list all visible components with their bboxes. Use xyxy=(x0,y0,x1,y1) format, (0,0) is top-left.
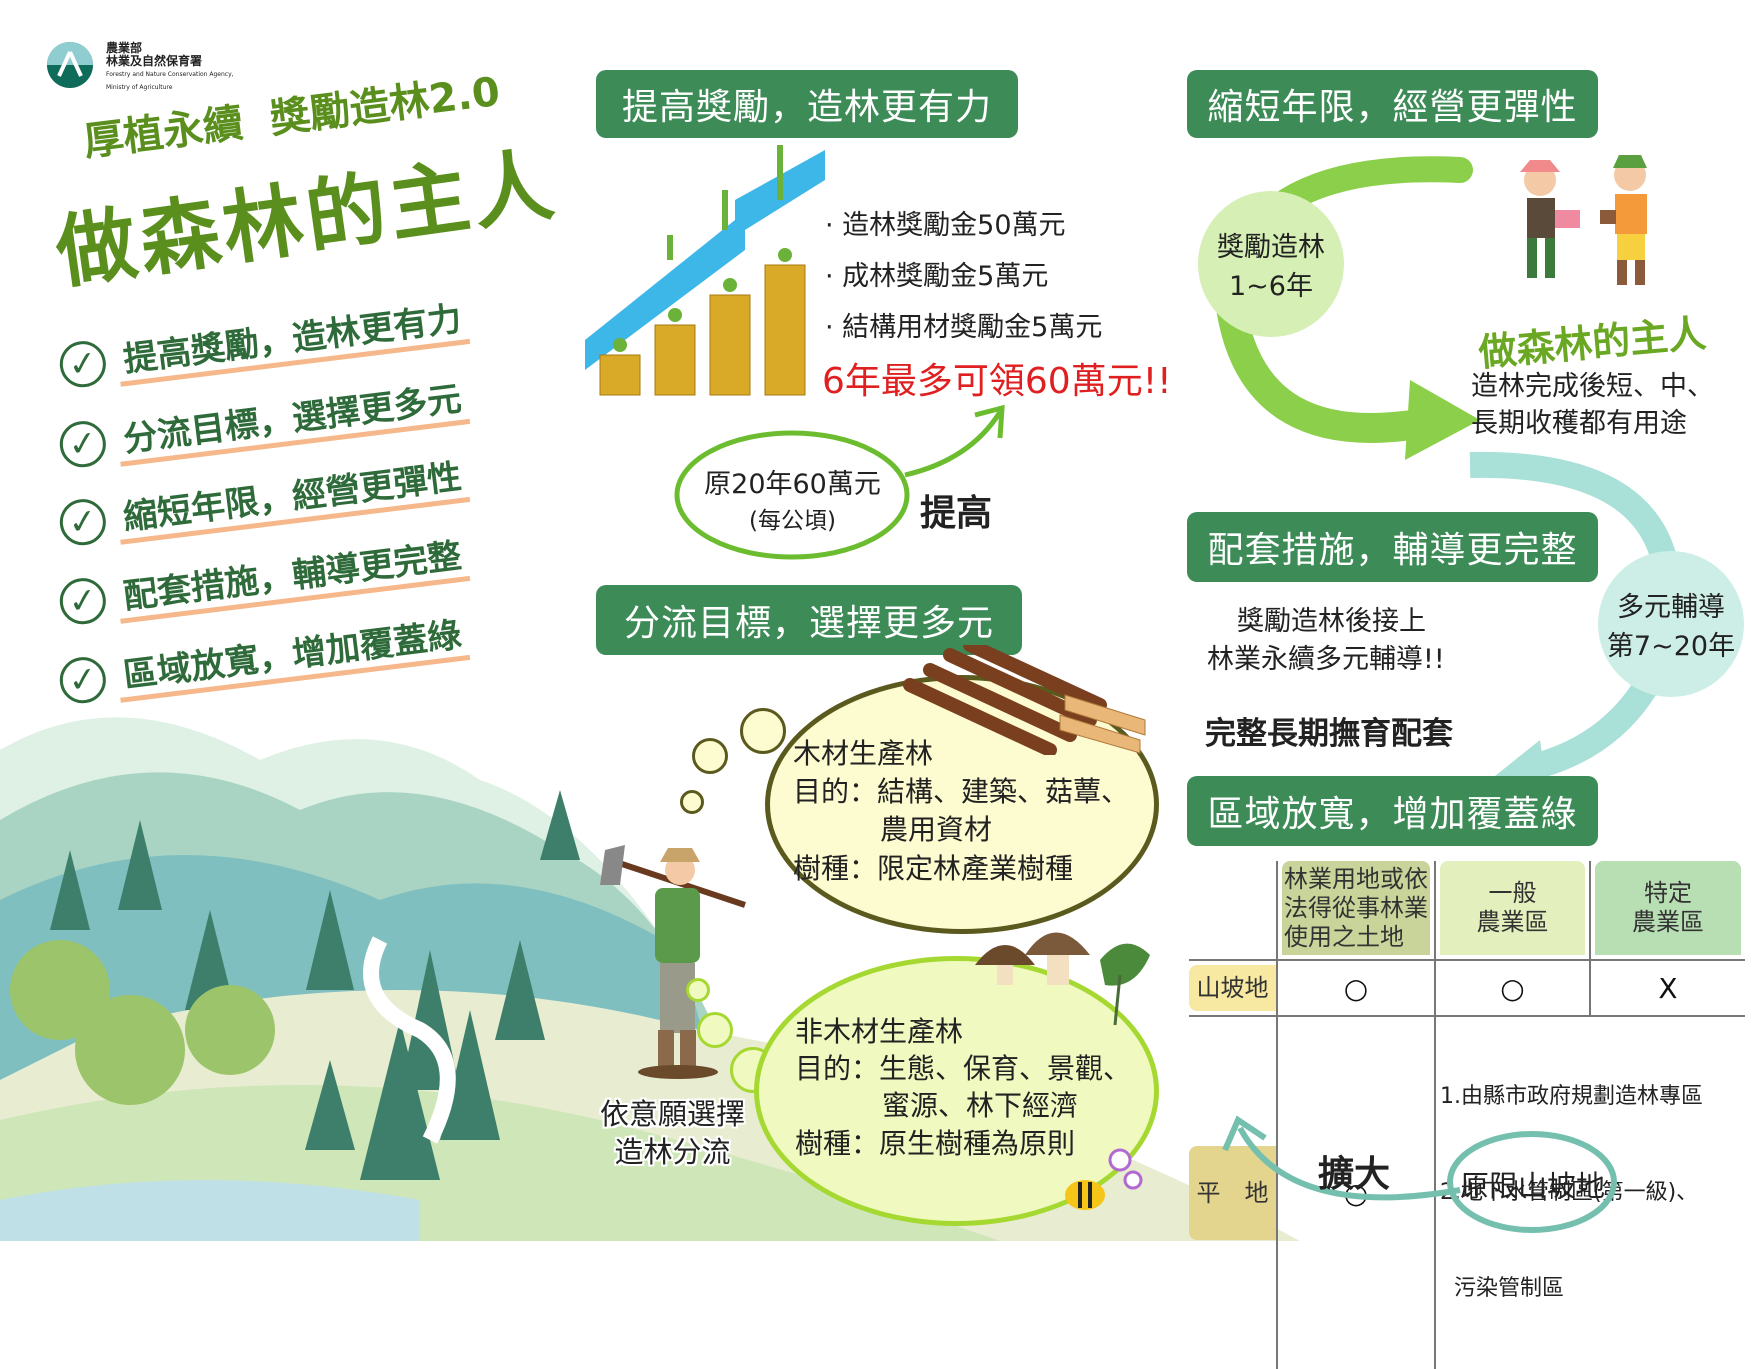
nontimber-species-label: 樹種： xyxy=(795,1127,880,1160)
timber-purpose-label: 目的： xyxy=(793,775,878,808)
timber-purpose: 目的：結構、建築、菇蕈、 xyxy=(793,770,1129,810)
bullet-structural-timber-grant: · 結構用材獎勵金5萬元 xyxy=(825,312,1103,343)
check-icon: ✓ xyxy=(57,654,109,706)
max-grant-highlight: 6年最多可領60萬元!! xyxy=(822,361,1172,402)
column-header-line: 林業用地或依 xyxy=(1284,865,1428,893)
choice-line2: 造林分流 xyxy=(614,1135,731,1169)
agency-line3: Forestry and Nature Conservation Agency, xyxy=(106,71,234,78)
harvest-description: 造林完成後短、中、 長期收穫都有用途 xyxy=(1471,368,1714,442)
flatland-note: 1.由縣市政府規劃造林專區 2.地下水管制區(第一級)、 污染管制區 xyxy=(1434,1016,1745,1369)
section3-header: 分流目標，選擇更多元 xyxy=(596,585,1022,655)
expand-arrow-icon xyxy=(1222,1115,1617,1233)
long-term-care-text: 完整長期撫育配套 xyxy=(1205,716,1453,752)
thought-bubble-small xyxy=(692,738,728,774)
column-header-specific-agri: 特定農業區 xyxy=(1595,861,1741,955)
afforestation-period-years: 1~6年 xyxy=(1229,271,1313,302)
row-header-slopeland: 山坡地 xyxy=(1189,965,1276,1011)
checklist-label: 縮短年限，經營更彈性 xyxy=(114,448,471,545)
agency-line1: 農業部 xyxy=(106,41,143,55)
note-line: 污染管制區 xyxy=(1440,1276,1564,1301)
note-line: 1.由縣市政府規劃造林專區 xyxy=(1440,1084,1703,1109)
section1-header: 提高獎勵，造林更有力 xyxy=(596,70,1018,138)
eligibility-table: 林業用地或依法得從事林業使用之土地 一般農業區 特定農業區 山坡地 ○ ○ X … xyxy=(1189,861,1745,1369)
table-row: 山坡地 ○ ○ X xyxy=(1189,960,1745,1016)
thought-bubble-small xyxy=(740,708,786,754)
harvest-line2: 長期收穫都有用途 xyxy=(1471,408,1687,439)
original-grant-amount: 原20年60萬元 xyxy=(704,469,881,500)
check-icon: ✓ xyxy=(57,418,109,470)
mushroom-leaf-icon xyxy=(975,932,1150,1026)
nontimber-purpose-value: 生態、保育、景觀、 xyxy=(879,1052,1132,1085)
column-header-line: 農業區 xyxy=(1476,908,1549,936)
timber-purpose-cont: 農用資材 xyxy=(880,813,993,846)
timber-logs-icon xyxy=(903,645,1146,755)
checklist-label: 分流目標，選擇更多元 xyxy=(114,370,471,467)
check-icon: ✓ xyxy=(57,575,109,627)
raise-arrow-icon xyxy=(674,404,1005,560)
column-header-line: 法得從事林業 xyxy=(1284,894,1428,922)
timber-species-label: 樹種： xyxy=(793,852,878,885)
check-icon: ✓ xyxy=(57,496,109,548)
agency-logo-icon xyxy=(47,42,93,88)
afforestation-period-circle: 獎勵造林 1~6年 xyxy=(1198,191,1344,337)
nontimber-title: 非木材生產林 xyxy=(795,1015,964,1048)
guidance-text: 獎勵造林後接上 林業永續多元輔導!! xyxy=(1207,603,1445,679)
original-grant-unit: (每公頃) xyxy=(749,508,836,534)
bullet-forest-grant: · 成林獎勵金5萬元 xyxy=(825,261,1049,292)
nontimber-purpose-cont: 蜜源、林下經濟 xyxy=(882,1089,1079,1122)
agency-line2: 林業及自然保育署 xyxy=(106,54,203,68)
timber-purpose-value: 結構、建築、菇蕈、 xyxy=(877,775,1130,808)
bullet-afforestation-grant: · 造林獎勵金50萬元 xyxy=(825,210,1066,241)
check-icon: ✓ xyxy=(57,338,109,390)
farmer-with-hoe-icon xyxy=(600,845,746,1079)
nontimber-species-value: 原生樹種為原則 xyxy=(879,1127,1076,1160)
section5-header: 區域放寬，增加覆蓋綠 xyxy=(1187,776,1598,846)
original-slopeland-label: 原限山坡地 xyxy=(1460,1169,1606,1203)
choice-line1: 依意願選擇 xyxy=(599,1097,745,1131)
nontimber-species: 樹種：原生樹種為原則 xyxy=(795,1122,1075,1162)
column-header-line: 農業區 xyxy=(1632,908,1704,936)
checklist-label: 配套措施，輔導更完整 xyxy=(114,527,471,624)
timber-species-value: 限定林產業樹種 xyxy=(877,852,1074,885)
timber-title: 木材生產林 xyxy=(793,737,934,770)
thought-bubble-small xyxy=(686,978,710,1002)
column-header-line: 一般 xyxy=(1488,879,1537,907)
checklist-label: 區域放寬，增加覆蓋綠 xyxy=(114,606,471,703)
note-line: 2.地下水管制區(第一級)、 xyxy=(1440,1180,1699,1205)
original-grant: 原20年60萬元 (每公頃) xyxy=(690,462,895,535)
section4-header: 配套措施，輔導更完整 xyxy=(1187,512,1598,582)
column-header-general-agri: 一般農業區 xyxy=(1440,861,1585,955)
thought-bubble-small xyxy=(680,790,704,814)
harvest-line1: 造林完成後短、中、 xyxy=(1471,371,1714,402)
nontimber-purpose-label: 目的： xyxy=(795,1052,880,1085)
table-cell: X xyxy=(1589,960,1745,1016)
agency-name: 農業部 林業及自然保育署 Forestry and Nature Conserv… xyxy=(106,42,234,94)
column-header-line: 使用之土地 xyxy=(1284,923,1404,951)
thought-bubble-small xyxy=(697,1012,733,1048)
bee-flower-icon xyxy=(1065,1148,1143,1210)
row-header-flatland: 平 地 xyxy=(1189,1146,1276,1240)
children-planting-icon xyxy=(1520,155,1647,285)
column-header-line: 特定 xyxy=(1644,879,1692,907)
guidance-period-label: 多元輔導 xyxy=(1617,592,1725,623)
table-cell: ○ xyxy=(1343,971,1369,1005)
section2-header: 縮短年限，經營更彈性 xyxy=(1187,70,1598,138)
guidance-line1: 獎勵造林後接上 xyxy=(1237,606,1426,637)
choice-caption: 依意願選擇 造林分流 xyxy=(590,1095,755,1171)
nontimber-purpose: 目的：生態、保育、景觀、 xyxy=(795,1047,1131,1087)
expand-label: 擴大 xyxy=(1318,1154,1391,1195)
guidance-period-years: 第7~20年 xyxy=(1606,631,1736,662)
agency-line4: Ministry of Agriculture xyxy=(106,84,173,91)
timber-species: 樹種：限定林產業樹種 xyxy=(793,847,1073,887)
raise-label: 提高 xyxy=(920,493,993,534)
guidance-period-circle: 多元輔導 第7~20年 xyxy=(1598,551,1744,697)
coin-growth-chart-icon xyxy=(585,145,825,396)
checklist-label: 提高獎勵，造林更有力 xyxy=(114,290,471,387)
table-cell: ○ xyxy=(1434,960,1590,1016)
afforestation-period-label: 獎勵造林 xyxy=(1217,232,1325,263)
guidance-line2: 林業永續多元輔導!! xyxy=(1207,644,1445,675)
column-header-forest-land: 林業用地或依法得從事林業使用之土地 xyxy=(1282,861,1430,955)
